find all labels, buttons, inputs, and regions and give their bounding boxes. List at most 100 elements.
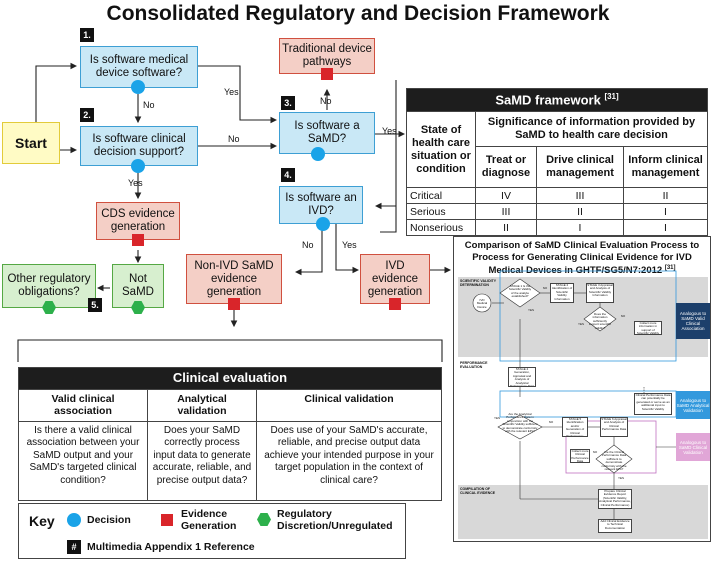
key-appendix-label: Multimedia Appendix 1 Reference: [87, 541, 255, 553]
decision-dot: [131, 80, 145, 94]
significance-header: Significance of information provided by …: [475, 111, 708, 147]
non-ivd-samd-evidence-box: Non-IVD SaMD evidence generation: [186, 254, 282, 304]
cell: IV: [475, 187, 537, 204]
not-samd-box: Not SaMD: [112, 264, 164, 308]
clinical-evaluation-title: Clinical evaluation: [18, 367, 442, 390]
analogous-valid-clinical-association: Analogous to SaMD Valid Clinical Associa…: [676, 303, 710, 339]
evidence-square: [389, 298, 401, 310]
state-header: State of health care situation or condit…: [406, 111, 476, 188]
col-valid-clinical-association: Valid clinical association: [18, 388, 148, 422]
step-number-5: 5.: [88, 298, 102, 312]
no-label: NO: [620, 314, 626, 318]
start-box: Start: [2, 122, 60, 164]
col-clinical-validation: Clinical validation: [256, 388, 442, 422]
cell: I: [623, 219, 708, 236]
clinical-validation-text: Does use of your SaMD's accurate, reliab…: [256, 420, 442, 501]
ivd-evidence-generation-box: IVD evidence generation: [360, 254, 430, 304]
label-no: No: [302, 240, 314, 250]
yes-label: YES: [617, 476, 624, 480]
key-decision-label: Decision: [87, 514, 131, 526]
key-evidence-square: [161, 514, 173, 526]
step-number-1: 1.: [80, 28, 94, 42]
step-number-3: 3.: [281, 96, 295, 110]
band-compilation-label: COMPILATION OF CLINICAL EVIDENCE: [460, 487, 496, 495]
collect-clinical-box: Collect more Clinical Performance Data: [570, 449, 590, 463]
col-drive: Drive clinical management: [536, 146, 624, 188]
samd-title-text: SaMD framework: [495, 92, 601, 108]
decision-dot: [311, 147, 325, 161]
samd-framework-table: SaMD framework [31] State of health care…: [406, 88, 708, 236]
stage5-box: STAGE 5 Identification and/or Generation…: [562, 417, 588, 437]
question-medical-device-software: Is software medical device software?: [80, 46, 198, 88]
regulatory-hexagon: [131, 301, 145, 314]
valid-clinical-association-text: Is there a valid clinical association be…: [18, 420, 148, 501]
no-label: NO: [548, 420, 554, 424]
key-evidence-label: Evidence Generation: [181, 508, 237, 532]
label-no: No: [228, 134, 240, 144]
cell: II: [475, 219, 537, 236]
analytical-question-text: Are the Analytical Performance Data in c…: [502, 412, 538, 434]
cell: III: [475, 203, 537, 220]
regulatory-hexagon: [42, 301, 56, 314]
band-scientific-label: SCIENTIFIC VALIDITY DETERMINATION: [460, 279, 497, 287]
evidence-square: [228, 298, 240, 310]
label-no: No: [320, 96, 332, 106]
cell: III: [536, 187, 624, 204]
no-label: NO: [592, 450, 598, 454]
label-yes: Yes: [224, 87, 239, 97]
key-title: Key: [29, 513, 55, 529]
clinical-evaluation-table: Clinical evaluation Valid clinical assoc…: [18, 367, 442, 501]
stage3-box: STAGE 3 Appraisal and Analysis of Scient…: [586, 283, 614, 303]
yes-label: YES: [527, 308, 534, 312]
analytical-validation-text: Does your SaMD correctly process input d…: [147, 420, 257, 501]
question-is-samd: Is software a SaMD?: [279, 112, 375, 154]
band-compilation: [458, 485, 708, 539]
analogous-analytical-validation: Analogous to SaMD Analytical Validation: [676, 391, 710, 419]
comparison-connectors: [472, 270, 686, 519]
key-decision-dot: [67, 513, 81, 527]
decision-dot: [131, 159, 145, 173]
collect-more-box: Collect more information in support of S…: [634, 321, 662, 335]
key-regulatory-label: Regulatory Discretion/Unregulated: [277, 508, 393, 532]
clinical-note-box: Clinical Performance Data can potentiall…: [634, 393, 672, 415]
label-yes: Yes: [342, 240, 357, 250]
evidence-square: [132, 234, 144, 246]
key-regulatory-hexagon: [257, 513, 271, 526]
stage2-box: STAGE 2 Identification of Scientific Val…: [550, 283, 574, 303]
comparison-ref: [31]: [664, 265, 676, 271]
stage6-box: STAGE 6 Appraisal and Analysis of Clinic…: [600, 417, 628, 437]
stage1-text: STAGE 1 Is the Scientific Validity of th…: [508, 284, 532, 299]
key-hash-icon: #: [67, 540, 81, 554]
yes-label: YES: [577, 322, 584, 326]
ivd-comparison-figure: Comparison of SaMD Clinical Evaluation P…: [453, 236, 711, 542]
stage4-box: STAGE 4 Generation, Appraisal and Analys…: [508, 367, 536, 387]
prepare-report-box: Prepare Clinical Evidence Report (Scient…: [598, 489, 632, 509]
step-number-2: 2.: [80, 108, 94, 122]
samd-table-title: SaMD framework [31]: [406, 88, 708, 112]
evidence-square: [321, 68, 333, 80]
band-performance-label: PERFORMANCE EVALUATION: [460, 361, 488, 369]
cell: II: [536, 203, 624, 220]
clinical-question-text: Are the Clinical Performance Data suffic…: [601, 450, 627, 472]
row-state: Serious: [406, 203, 476, 220]
cell: II: [623, 187, 708, 204]
step-number-4: 4.: [281, 168, 295, 182]
label-yes: Yes: [382, 126, 397, 136]
row-state: Critical: [406, 187, 476, 204]
legend-key: Key Decision Evidence Generation Regulat…: [18, 503, 406, 559]
cell: I: [536, 219, 624, 236]
row-state: Nonserious: [406, 219, 476, 236]
add-evidence-box: Add Clinical Evidence to Technical Docum…: [598, 519, 632, 533]
ivd-device-label: IVD Medical Device: [476, 298, 488, 309]
yes-label: YES: [493, 416, 500, 420]
page-title: Consolidated Regulatory and Decision Fra…: [106, 2, 610, 25]
sv-question-text: Does the information sufficiently suppor…: [588, 312, 612, 330]
col-inform: Inform clinical management: [623, 146, 708, 188]
cell: I: [623, 203, 708, 220]
label-no: No: [143, 100, 155, 110]
samd-ref: [31]: [604, 92, 619, 102]
decision-dot: [316, 217, 330, 231]
label-yes: Yes: [128, 178, 143, 188]
no-label: NO: [542, 286, 548, 290]
